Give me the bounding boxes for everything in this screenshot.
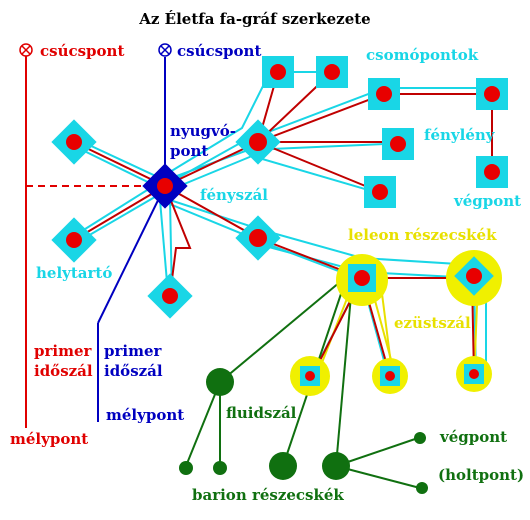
baryon-node-large-3: [322, 452, 350, 480]
label-primer-blue-2: időszál: [104, 362, 163, 380]
label-primer-blue-1: primer: [104, 342, 163, 360]
red-node-sq3: [376, 86, 392, 102]
label-helytarto: helytartó: [36, 264, 112, 282]
baryon-node-small-2: [213, 461, 227, 475]
baryon-node-small-1: [179, 461, 193, 475]
diagram-title: Az Életfa fa-gráf szerkezete: [138, 10, 370, 28]
label-barion: barion részecskék: [192, 486, 344, 504]
red-node-sq2: [324, 64, 340, 80]
label-fenyleny: fénylény: [424, 126, 496, 144]
label-leleon: leleon részecskék: [348, 226, 497, 244]
label-vegpont-holt-2: (holtpont): [438, 466, 524, 484]
red-node-sq5: [390, 136, 406, 152]
red-node-sq1: [270, 64, 286, 80]
blue-time-axis: [97, 43, 172, 422]
blue-apex-icon: [158, 43, 172, 57]
label-fluidszal: fluidszál: [226, 404, 297, 422]
baryon-node-large-2: [269, 452, 297, 480]
red-node-sq7: [372, 184, 388, 200]
red-apex-icon: [19, 43, 33, 57]
label-nyugvopont-2: pont: [170, 142, 208, 160]
red-nodes: [66, 64, 500, 381]
label-melypont-blue: mélypont: [106, 406, 184, 424]
red-time-axis: [19, 43, 150, 428]
red-node-sq6: [484, 164, 500, 180]
label-vegpont-cyan: végpont: [453, 192, 521, 210]
label-csucspont-red: csúcspont: [40, 42, 124, 60]
label-csucspont-blue: csúcspont: [177, 42, 261, 60]
label-csomopontok: csomópontok: [366, 46, 479, 64]
red-node-sq4: [484, 86, 500, 102]
red-node-bottom: [162, 288, 178, 304]
label-vegpont-holt-1: végpont: [439, 428, 507, 446]
red-node-left-upper: [66, 134, 82, 150]
label-fenyszal: fényszál: [200, 186, 268, 204]
red-node-small-1: [305, 371, 315, 381]
red-node-left-lower: [66, 232, 82, 248]
red-node-resting: [157, 178, 173, 194]
baryon-node-large: [206, 368, 234, 396]
label-primer-red-2: időszál: [34, 362, 93, 380]
red-node-leleon-1: [354, 270, 370, 286]
baryon-nodes: [179, 368, 428, 494]
red-node-lower-hub: [249, 229, 267, 247]
label-ezustszal: ezüstszál: [394, 314, 471, 332]
baryon-node-end-2: [416, 482, 428, 494]
red-node-small-3: [469, 369, 479, 379]
red-node-leleon-2: [466, 268, 482, 284]
label-melypont-red: mélypont: [10, 430, 88, 448]
label-nyugvopont-1: nyugvó-: [170, 122, 236, 140]
cyan-nodes: [51, 56, 508, 386]
red-node-hub: [249, 133, 267, 151]
label-primer-red-1: primer: [34, 342, 93, 360]
red-node-small-2: [385, 371, 395, 381]
baryon-node-end-1: [414, 432, 426, 444]
